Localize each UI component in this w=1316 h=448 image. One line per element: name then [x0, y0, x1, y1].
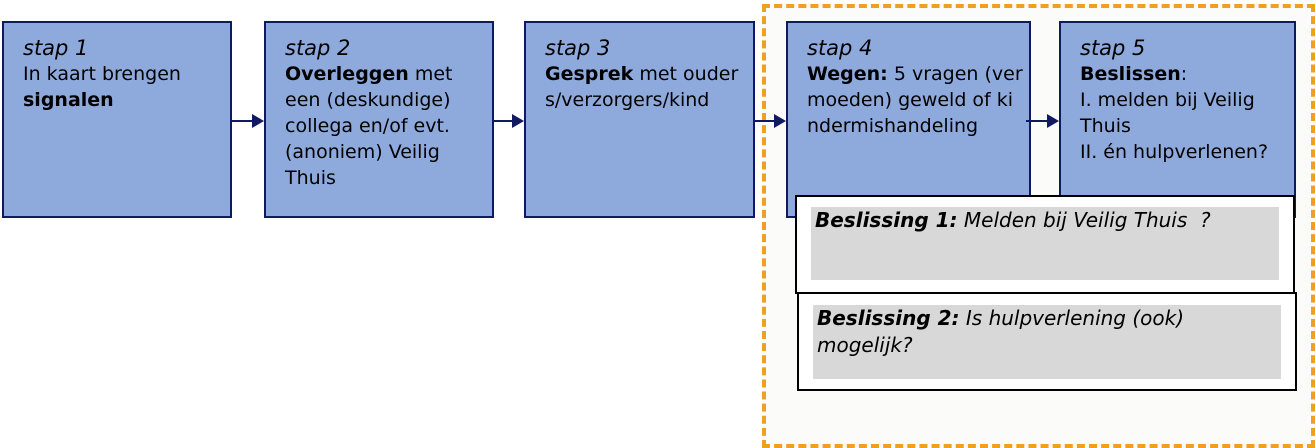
step-2-title: stap 2	[285, 36, 351, 60]
step-2-bold-text: Overleggen	[285, 63, 409, 85]
step-3-bold-text: Gesprek	[545, 63, 634, 85]
step-5-line-1: I. melden bij Veilig Thuis	[1080, 89, 1255, 137]
arrow-step-1-to-2	[232, 114, 264, 128]
decision-1-panel: Beslissing 1: Melden bij Veilig Thuis ?	[811, 207, 1279, 280]
step-4-bold-text: Wegen:	[807, 63, 888, 85]
step-1-text: In kaart brengen	[23, 63, 181, 85]
decision-2-label: Beslissing 2:	[817, 306, 960, 330]
step-2-text: met een (deskundige) collega en/of evt. …	[285, 63, 453, 189]
decision-2-box: Beslissing 2: Is hulpverlening (ook) mog…	[797, 292, 1297, 391]
step-1-box: stap 1 In kaart brengen signalen	[2, 21, 232, 218]
step-4-title: stap 4	[807, 36, 873, 60]
arrow-step-3-to-4	[755, 114, 786, 128]
step-5-text: :	[1180, 63, 1188, 85]
decision-1-label: Beslissing 1:	[815, 208, 958, 232]
step-3-text: met ouders/verzorgers/kind	[545, 63, 739, 111]
step-3-box: stap 3 Gesprek met ouders/verzorgers/kin…	[524, 21, 755, 218]
decision-1-box: Beslissing 1: Melden bij Veilig Thuis ?	[795, 195, 1295, 294]
arrow-step-2-to-3	[494, 114, 524, 128]
step-1-title: stap 1	[23, 36, 89, 60]
step-5-title: stap 5	[1080, 36, 1146, 60]
step-1-bold-text: signalen	[23, 89, 114, 111]
step-3-title: stap 3	[545, 36, 611, 60]
decision-2-text: Is hulpverlening (ook) mogelijk?	[817, 306, 1185, 357]
step-4-box: stap 4 Wegen: 5 vragen (vermoeden) gewel…	[786, 21, 1031, 218]
step-5-box: stap 5 Beslissen: I. melden bij Veilig T…	[1059, 21, 1296, 218]
step-5-line-2: II. én hulpverlenen?	[1080, 141, 1269, 163]
step-5-bold-text: Beslissen	[1080, 63, 1181, 85]
step-2-box: stap 2 Overleggen met een (deskundige) c…	[264, 21, 494, 218]
decision-1-text: Melden bij Veilig Thuis ?	[957, 208, 1211, 232]
decision-2-panel: Beslissing 2: Is hulpverlening (ook) mog…	[813, 305, 1281, 379]
step-4-text: 5 vragen (vermoeden) geweld of kindermis…	[807, 63, 1023, 137]
arrow-step-4-to-5	[1026, 114, 1059, 128]
